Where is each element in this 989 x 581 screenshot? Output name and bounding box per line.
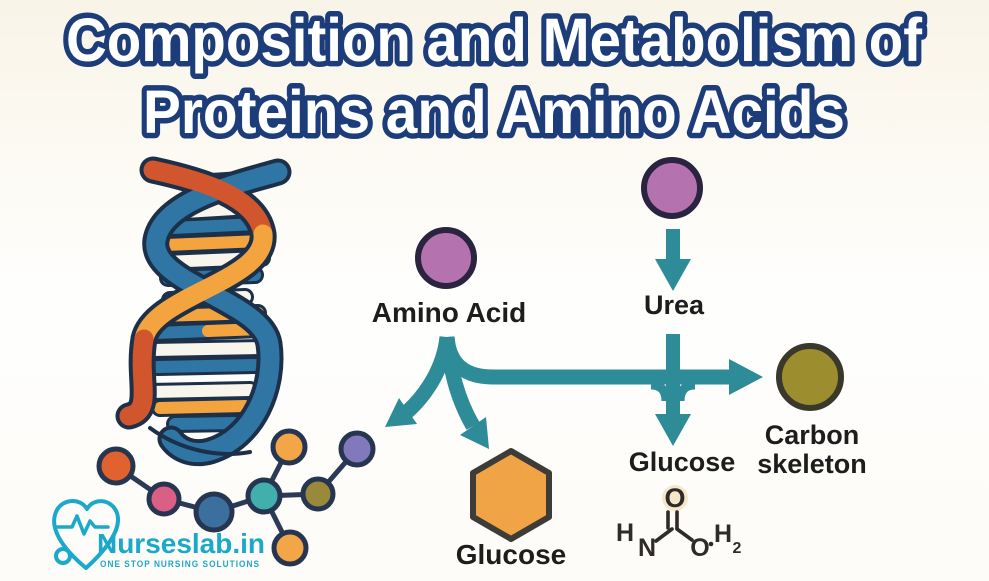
title-line-1: Composition and Metabolism of [66, 6, 923, 74]
pathway-arrows [385, 229, 763, 449]
formula-h-left: H [616, 519, 634, 547]
amino-acid-label: Amino Acid [372, 297, 527, 328]
glucose-label: Glucose [629, 447, 736, 477]
bead-orange-bottom [271, 529, 309, 567]
dna-tail-line [148, 426, 252, 456]
dna-red-strand-bottom [119, 329, 154, 426]
dna-helix-illustration [115, 156, 292, 467]
dna-red-strand-top [143, 160, 273, 244]
urea-label: Urea [644, 290, 705, 320]
dna-orange-ribbon [134, 224, 273, 349]
urea-node [641, 157, 703, 219]
urea-formula-drawing: O H N O H 2 [616, 483, 742, 562]
bead-pink [146, 481, 182, 517]
formula-bond-dot [708, 541, 714, 547]
arrow-amino-to-glucose-icon [439, 336, 489, 449]
bead-purple [338, 430, 376, 468]
arrow-urea-down-icon [655, 229, 691, 291]
carbon-skeleton-label-line1: Carbon [765, 420, 860, 450]
bead-blue [193, 491, 235, 533]
glucose-hexagon [470, 448, 552, 542]
carbon-skeleton-node [776, 343, 844, 411]
nurseslab-logo: Nurseslab.in ONE STOP NURSING SOLUTIONS [52, 499, 265, 570]
formula-subscript-2: 2 [733, 540, 742, 557]
peptide-chain-illustration [96, 428, 376, 567]
glucose-hexagon-label: Glucose [456, 539, 566, 570]
bead-orange-top [270, 428, 308, 466]
formula-o-top: O [664, 483, 685, 513]
logo-brand-text: Nurseslab.in [97, 528, 265, 559]
formula-h-right: H [714, 520, 732, 548]
amino-acid-node [415, 227, 477, 289]
formula-n: N [638, 534, 656, 562]
logo-tagline-text: ONE STOP NURSING SOLUTIONS [100, 559, 260, 570]
carbon-skeleton-label-line2: skeleton [757, 449, 867, 479]
bead-olive [300, 476, 336, 512]
title-line-2: Proteins and Amino Acids [143, 78, 845, 146]
formula-oxygen-halo [662, 485, 688, 511]
bead-orange-red [96, 446, 136, 486]
heart-pulse-icon [52, 499, 120, 570]
bead-teal [245, 477, 283, 515]
formula-o-right: O [690, 534, 709, 562]
